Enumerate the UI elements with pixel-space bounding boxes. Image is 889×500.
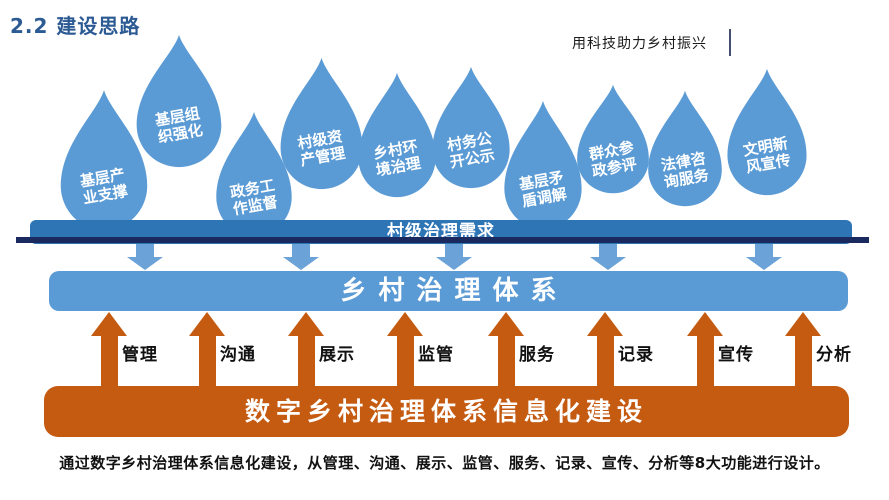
drop-legal-consulting: 法律咨 询服务 <box>645 90 725 207</box>
footer-note: 通过数字乡村治理体系信息化建设，从管理、沟通、展示、监管、服务、记录、宣传、分析… <box>59 454 830 472</box>
drop-civilized-custom: 文明新 风宣传 <box>724 68 810 196</box>
drop-public-disclosure: 村务公 开公示 <box>429 66 513 189</box>
up-arrow-icon <box>91 312 127 390</box>
water-drop-icon <box>280 57 363 190</box>
up-arrow-icon <box>587 312 623 390</box>
function-label-publicize: 宣传 <box>718 345 754 365</box>
water-drop-icon <box>136 34 222 168</box>
header-tagline-group: 用科技助力乡村振兴 <box>572 29 731 56</box>
water-drop-icon <box>432 66 510 189</box>
water-drop-icon <box>358 72 436 198</box>
down-arrow-icon <box>283 243 319 270</box>
drop-village-assets: 村级资 产管理 <box>277 57 366 190</box>
tagline-text: 用科技助力乡村振兴 <box>572 35 707 52</box>
drop-public-participation: 群众参 政参评 <box>574 84 652 194</box>
down-arrow-icon <box>746 243 782 270</box>
water-drop-icon <box>60 89 148 231</box>
function-label-communicate: 沟通 <box>220 345 256 365</box>
function-label-supervise: 监管 <box>418 345 454 365</box>
up-arrow-icon <box>687 312 723 390</box>
tagline-divider <box>729 29 731 56</box>
water-drop-icon <box>577 84 649 194</box>
up-arrow-icon <box>387 312 423 390</box>
up-arrow-icon <box>785 312 821 390</box>
water-drop-icon <box>648 90 722 207</box>
divider-line <box>16 237 869 243</box>
down-arrow-icon <box>590 243 626 270</box>
function-label-analyze: 分析 <box>816 345 852 365</box>
drop-dispute-mediation: 基层矛 盾调解 <box>501 100 585 230</box>
drop-grassroots-org: 基层组 织强化 <box>133 34 225 168</box>
page-title: 2.2 建设思路 <box>10 14 141 38</box>
drop-gov-supervision: 政务工 作监督 <box>213 111 295 237</box>
function-label-record: 记录 <box>618 345 654 365</box>
drop-environment: 乡村环 境治理 <box>355 72 439 198</box>
system-bar: 乡村治理体系 <box>49 271 848 311</box>
function-label-manage: 管理 <box>122 345 158 365</box>
up-arrow-icon <box>189 312 225 390</box>
water-drop-icon <box>216 111 292 237</box>
drop-industry-support: 基层产 业支撑 <box>57 89 151 231</box>
water-drop-icon <box>504 100 582 230</box>
up-arrow-icon <box>288 312 324 390</box>
function-label-display: 展示 <box>319 345 355 365</box>
platform-bar: 数字乡村治理体系信息化建设 <box>44 386 849 437</box>
up-arrow-icon <box>488 312 524 390</box>
down-arrow-icon <box>436 243 472 270</box>
water-drop-icon <box>727 68 807 196</box>
down-arrow-icon <box>127 243 163 270</box>
function-label-serve: 服务 <box>519 345 555 365</box>
